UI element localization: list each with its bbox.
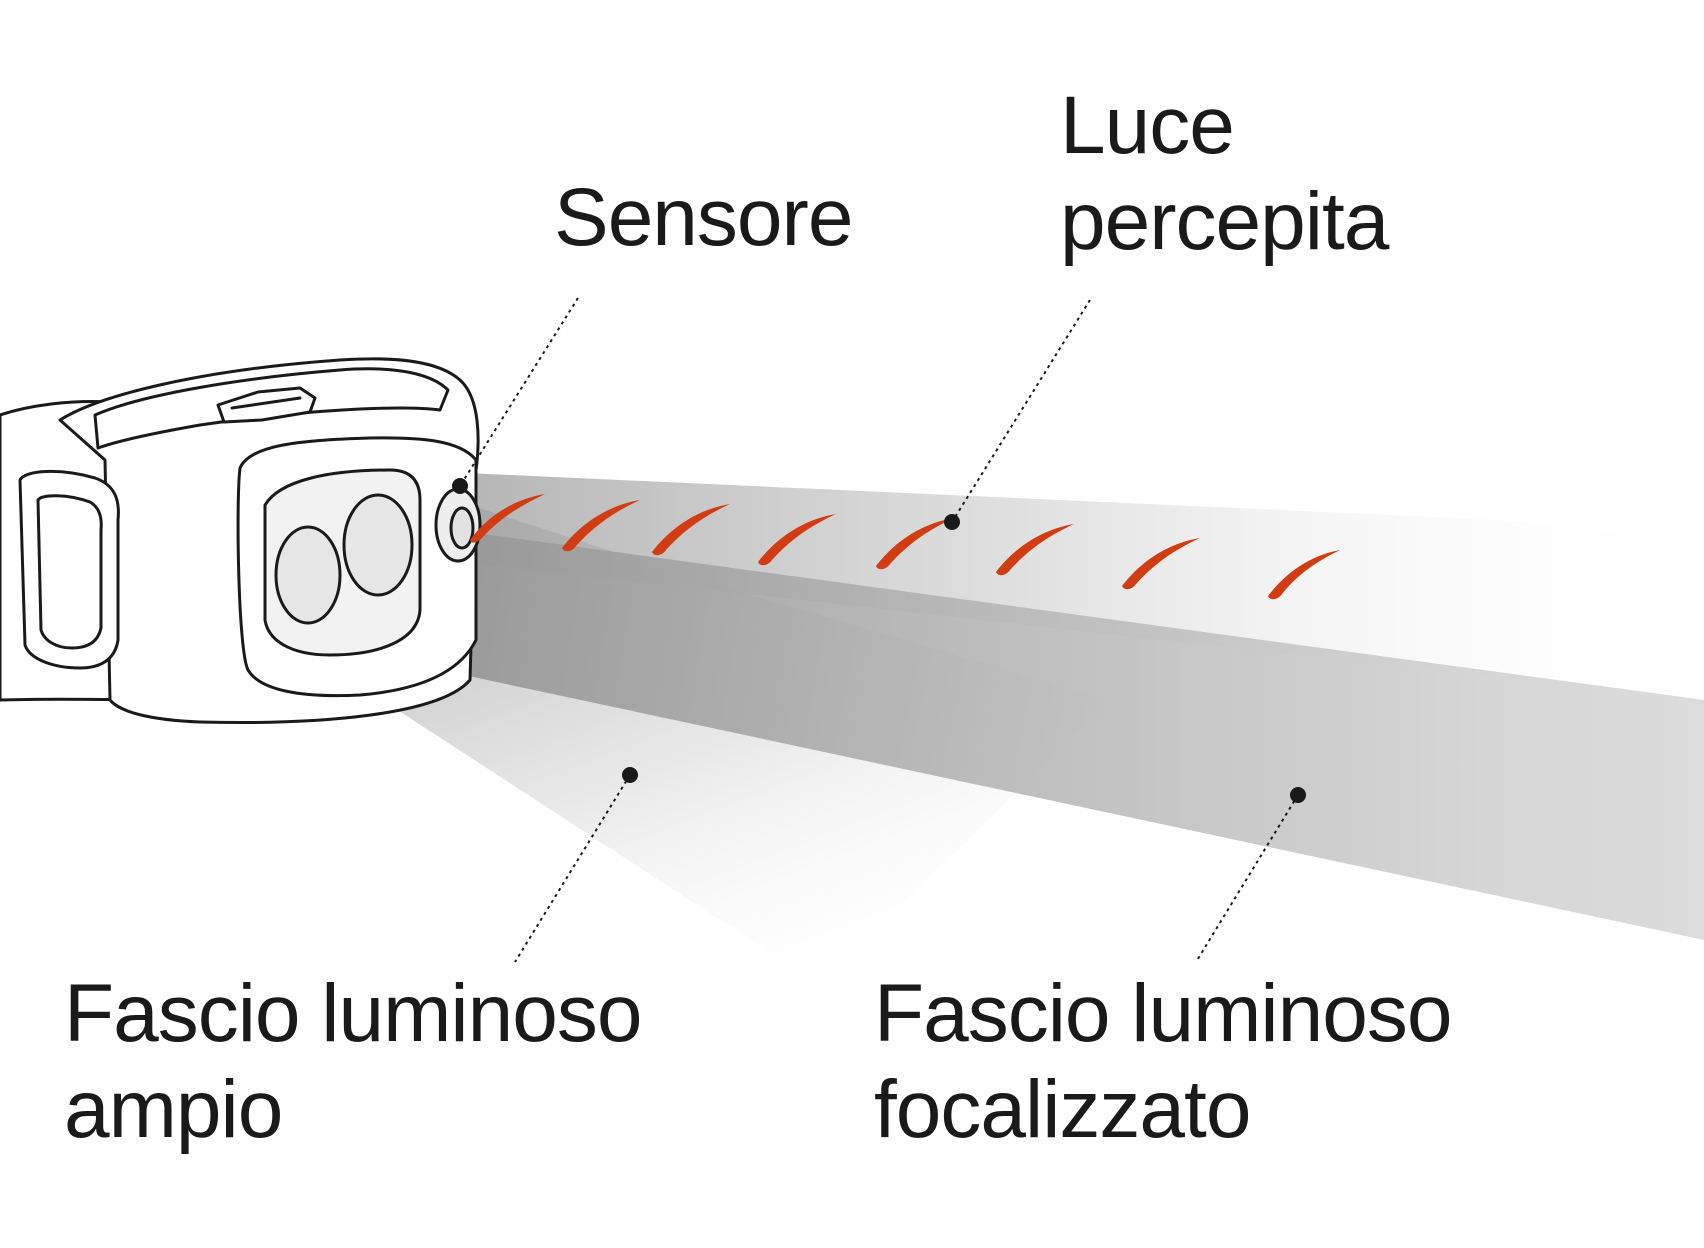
focused-beam-leader-dot [1290, 787, 1306, 803]
light-beams [290, 470, 1704, 985]
secondary-lens [342, 493, 414, 597]
crescent-mark [470, 494, 545, 543]
perceived-light-leader-line [951, 299, 1091, 523]
crescent-mark [1122, 538, 1200, 590]
crescent-mark [562, 500, 640, 552]
focused-beam-label: Fascio luminoso focalizzato [874, 966, 1452, 1158]
perceived-light-label-line-2: percepita [1060, 176, 1389, 267]
focused-beam [300, 520, 1704, 940]
crescent-mark [1268, 550, 1340, 600]
wide-beam-label: Fascio luminoso ampio [64, 966, 642, 1158]
wide-beam-label-line-2: ampio [64, 1064, 283, 1155]
switch-button [216, 386, 317, 424]
headlamp-icon [0, 357, 482, 724]
crescent-mark [652, 504, 730, 556]
leader-lines [459, 297, 1299, 963]
crescent-mark [758, 514, 836, 566]
wide-beam-label-line-1: Fascio luminoso [64, 968, 642, 1059]
focused-beam-label-line-1: Fascio luminoso [874, 968, 1452, 1059]
crescent-mark [876, 518, 954, 570]
perceived-light-marks [470, 494, 1340, 600]
sensor-label-text: Sensore [554, 172, 853, 263]
crescent-mark [996, 524, 1074, 576]
main-lens [274, 525, 342, 625]
perceived-light-label: Luce percepita [1060, 78, 1389, 270]
sensor-window-inner [449, 506, 475, 550]
leader-dots [452, 478, 1306, 803]
focused-beam-leader-line [1195, 794, 1299, 963]
switch-ridge [230, 396, 302, 410]
sensor-label: Sensore [554, 170, 853, 266]
perceived-light-leader-dot [944, 514, 960, 530]
perceived-light-label-line-1: Luce [1060, 80, 1235, 171]
wide-beam-leader-dot [622, 767, 638, 783]
upper-beam [400, 470, 1704, 700]
wide-beam-leader-line [514, 774, 631, 963]
focused-beam-label-line-2: focalizzato [874, 1064, 1251, 1155]
buckle-inner [36, 494, 103, 650]
sensor-leader-dot [452, 478, 468, 494]
sensor-leader-line [459, 297, 579, 487]
